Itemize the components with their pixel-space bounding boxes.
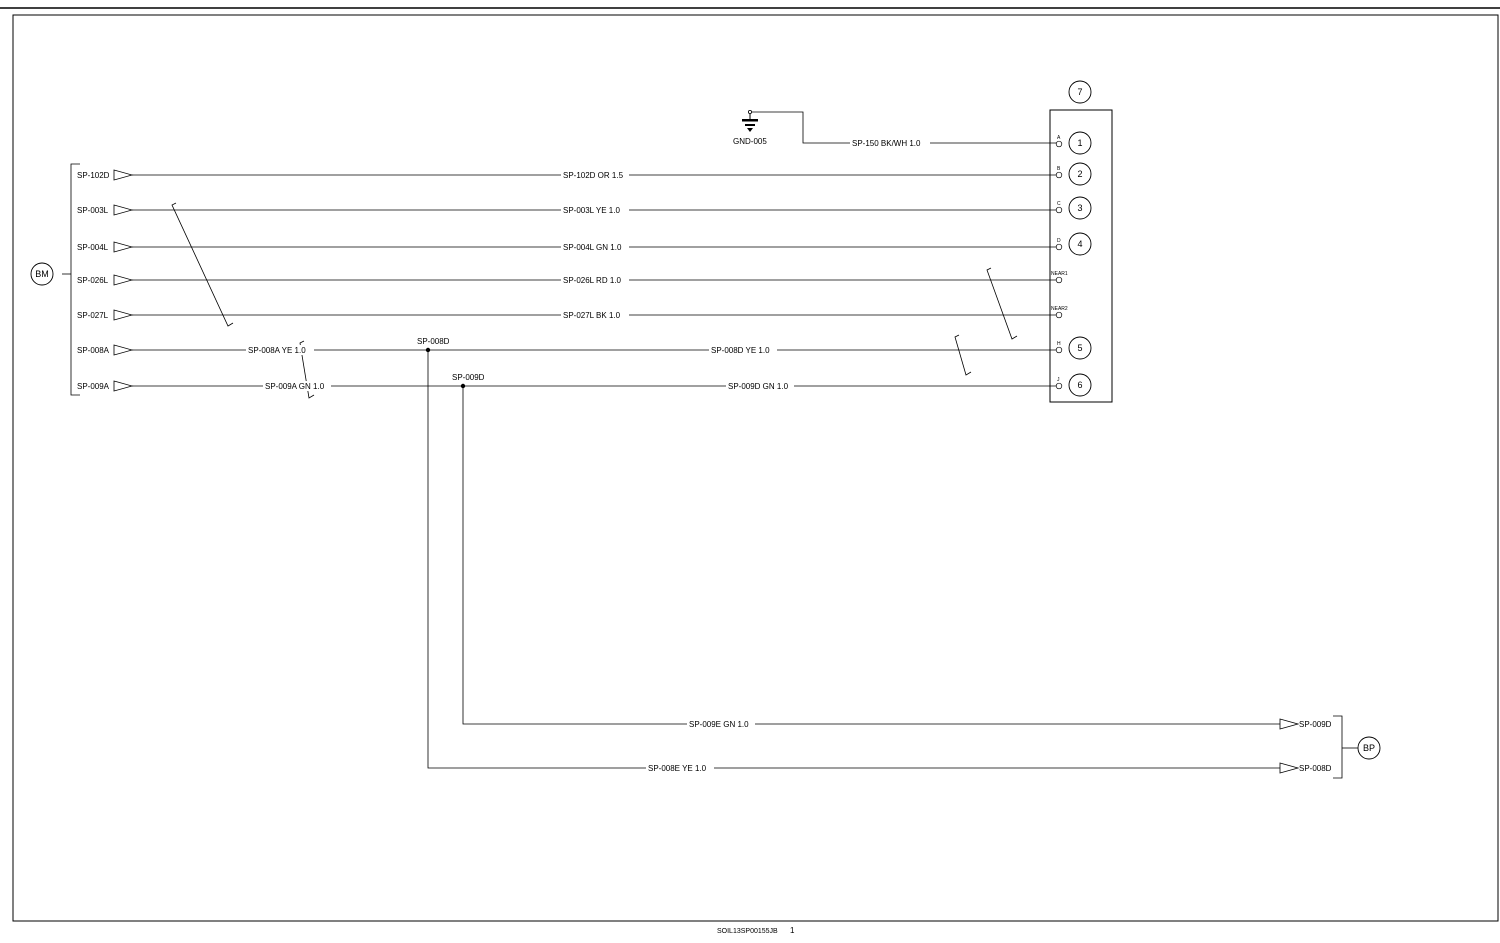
connector-number-circle — [1068, 80, 1092, 104]
cavity-id: A — [1057, 135, 1061, 141]
input-label: SP-027L — [77, 311, 109, 320]
wire-label: SP-004L GN 1.0 — [563, 243, 622, 252]
cavity-number: 3 — [1077, 203, 1082, 213]
connector-arrow-icon — [1279, 718, 1300, 730]
wire-label: SP-008E YE 1.0 — [648, 764, 707, 773]
terminal-icon — [1055, 382, 1063, 390]
connector-arrow-icon — [113, 169, 134, 181]
badge-bm-circle — [30, 262, 54, 286]
connector-7: 7 A 1 B 2 C 3 D 4 NEAR1 NEAR2 H 5 J — [1049, 80, 1113, 403]
cavity-id: B — [1057, 166, 1061, 172]
left-group-bracket — [70, 163, 80, 396]
terminal-icon — [1055, 171, 1063, 179]
footer-page-number: 1 — [790, 926, 795, 935]
wire-label-sp150: SP-150 BK/WH 1.0 — [852, 139, 921, 148]
connector-body — [1049, 109, 1113, 403]
connector-arrow-icon — [113, 204, 134, 216]
bundle-bracket-2 — [299, 340, 315, 399]
ground-terminal-icon — [748, 110, 753, 115]
wire-label: SP-102D OR 1.5 — [563, 171, 624, 180]
terminal-icon — [1055, 206, 1063, 214]
connector-arrow-icon — [113, 344, 134, 356]
cavity-number: 2 — [1077, 169, 1082, 179]
connector-arrow-icon — [113, 309, 134, 321]
footer-doc-id: SOIL13SP00155JB — [717, 928, 778, 935]
input-label: SP-003L — [77, 206, 109, 215]
ground-symbol: GND-005 — [733, 110, 767, 146]
wire-label: SP-026L RD 1.0 — [563, 276, 622, 285]
cavity-id: NEAR1 — [1051, 271, 1068, 277]
bundle-bracket-4 — [954, 334, 972, 376]
input-label: SP-008A — [77, 346, 110, 355]
wire-label: SP-009A GN 1.0 — [265, 382, 325, 391]
cavity-id: D — [1057, 238, 1061, 244]
ground-label: GND-005 — [733, 137, 767, 146]
cavity-number: 1 — [1077, 138, 1082, 148]
terminal-icon — [1055, 276, 1063, 284]
wire-sp150 — [752, 111, 1058, 144]
cavity-id: J — [1057, 377, 1060, 383]
cavity-id: H — [1057, 341, 1061, 347]
splice-dot-sp008d — [425, 347, 431, 353]
connector-number: 7 — [1077, 87, 1082, 97]
connector-arrow-icon — [113, 274, 134, 286]
right-group-bracket — [1333, 715, 1343, 779]
output-label: SP-008D — [1299, 764, 1332, 773]
left-connector-group: BM SP-102D SP-003L SP-004L SP-026L SP-02… — [30, 163, 134, 396]
wire-labels: SP-150 BK/WH 1.0 SP-102D OR 1.5 SP-003L … — [246, 138, 930, 773]
wire-label: SP-003L YE 1.0 — [563, 206, 620, 215]
terminal-icon — [1055, 311, 1063, 319]
wires — [132, 111, 1280, 769]
right-connector-group: SP-009D SP-008D BP — [1279, 715, 1381, 779]
wire-label: SP-008A YE 1.0 — [248, 346, 306, 355]
badge-bp-circle — [1357, 736, 1381, 760]
connector-arrow-icon — [1279, 762, 1300, 774]
connector-arrow-icon — [113, 380, 134, 392]
bundle-brackets — [171, 202, 1018, 399]
wire-label: SP-027L BK 1.0 — [563, 311, 621, 320]
bundle-bracket-1 — [171, 202, 234, 327]
badge-bp: BP — [1363, 743, 1375, 753]
input-label: SP-026L — [77, 276, 109, 285]
splice-label-sp009d: SP-009D — [452, 373, 485, 382]
cavity-id: NEAR2 — [1051, 306, 1068, 312]
wire-label: SP-009D GN 1.0 — [728, 382, 789, 391]
splice-dot-sp009d — [460, 383, 466, 389]
ground-icon — [742, 119, 758, 122]
connector-arrow-icon — [113, 241, 134, 253]
drawing-frame — [12, 14, 1499, 922]
cavity-id: C — [1057, 201, 1061, 207]
input-label: SP-009A — [77, 382, 110, 391]
wire-label: SP-008D YE 1.0 — [711, 346, 770, 355]
input-label: SP-004L — [77, 243, 109, 252]
terminal-icon — [1055, 243, 1063, 251]
badge-bm: BM — [35, 269, 49, 279]
cavity-number: 4 — [1077, 239, 1082, 249]
terminal-icon — [1055, 140, 1063, 148]
cavity-number: 6 — [1077, 380, 1082, 390]
wire-sp008e — [427, 350, 1280, 769]
splice-label-sp008d: SP-008D — [417, 337, 450, 346]
wire-label: SP-009E GN 1.0 — [689, 720, 749, 729]
terminal-icon — [1055, 346, 1063, 354]
output-label: SP-009D — [1299, 720, 1332, 729]
input-label: SP-102D — [77, 171, 110, 180]
bundle-bracket-3 — [986, 267, 1018, 340]
wire-sp009e — [462, 386, 1280, 725]
cavity-number: 5 — [1077, 343, 1082, 353]
